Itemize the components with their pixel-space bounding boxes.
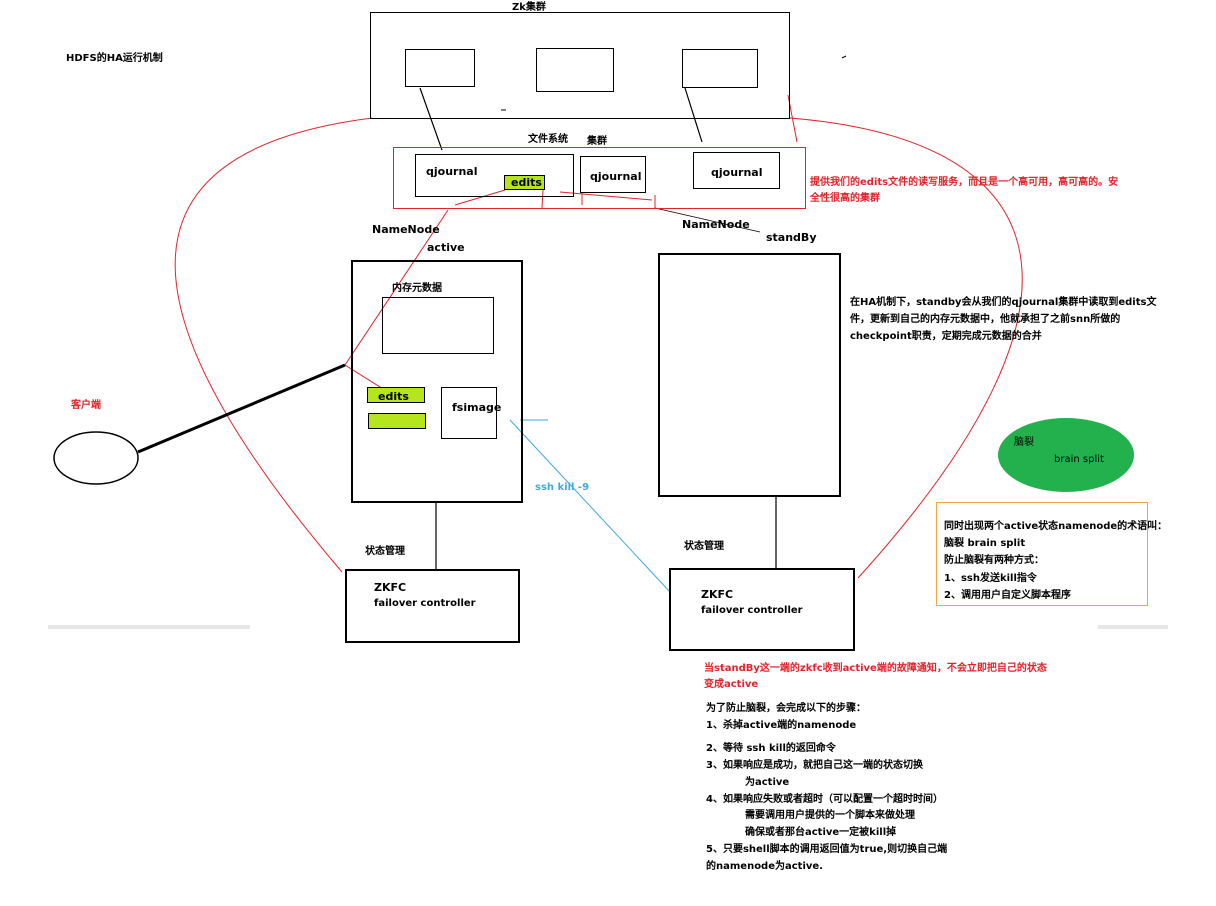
fsimage-label: fsimage [452, 401, 502, 414]
zk-line-right [684, 87, 703, 143]
active-edits-new [368, 413, 426, 429]
active-state-label: active [427, 241, 465, 254]
memory-metadata-box [382, 297, 494, 354]
red-loop-right [789, 117, 1023, 579]
step-5: 5、只要shell脚本的调用返回值为true,则切换自己端 [706, 844, 948, 855]
brain-note-line-1: 同时出现两个active状态namenode的术语叫： [944, 521, 1168, 532]
zk-node-1 [405, 49, 475, 87]
qjournal-node-2 [580, 156, 646, 193]
standby-note-line-3: checkpoint职责，定期完成元数据的合并 [850, 331, 1042, 342]
red-loop-left [174, 117, 373, 573]
qjournal-node-3 [693, 152, 780, 189]
ssh-kill-line [509, 419, 671, 593]
fs-note-line-2: 全性很高的集群 [810, 193, 880, 204]
zkfc-left-box [345, 569, 520, 643]
qjournal-node-1 [415, 154, 574, 197]
fs-cluster-label-1: 文件系统 [528, 134, 568, 145]
step-4-cont-2: 确保或者那台active一定被kill掉 [745, 827, 897, 838]
client-link [137, 363, 346, 454]
step-3-cont: 为active [745, 777, 790, 788]
stray-mark-2 [841, 55, 847, 59]
red-arrow-edits-up [454, 189, 506, 206]
divider-right [1098, 625, 1168, 629]
step-2: 2、等待 ssh kill的返回命令 [706, 743, 836, 754]
zkfc-left-state-label: 状态管理 [365, 546, 405, 557]
red-line-b [559, 191, 653, 201]
brain-note-line-2: 脑裂 brain split [944, 538, 1026, 549]
brain-note-line-4: 1、ssh发送kill指令 [944, 573, 1037, 584]
standby-state-label: standBy [766, 231, 817, 244]
brain-note-box [936, 502, 1148, 606]
client-label: 客户端 [71, 400, 101, 411]
red-line-a [541, 189, 544, 209]
step-1: 1、杀掉active端的namenode [706, 720, 857, 731]
failover-note-line-2: 变成active [704, 679, 759, 690]
standby-note-line-2: 件，更新到自己的内存元数据中，他就承担了之前snn所做的 [850, 314, 1121, 325]
step-4-cont-1: 需要调用用户提供的一个脚本来做处理 [745, 810, 915, 821]
standby-note-line-1: 在HA机制下，standby会从我们的qjournal集群中读取到edits文 [850, 297, 1157, 308]
zk-cluster-box [370, 12, 790, 119]
active-edits [367, 387, 425, 403]
standby-link [654, 207, 761, 233]
active-namenode-label: NameNode [372, 223, 440, 236]
client-circle [53, 431, 139, 485]
fs-cluster-box [393, 147, 806, 209]
step-3: 3、如果响应是成功，就把自己这一端的状态切换 [706, 760, 923, 771]
step-5-cont: 的namenode为active. [706, 861, 823, 872]
brain-note-line-3: 防止脑裂有两种方式： [944, 555, 1044, 566]
active-edits-label: edits [378, 390, 409, 403]
ssh-kill-label: ssh kill -9 [535, 482, 590, 493]
zkfc-right-box [669, 568, 855, 651]
qjournal-label-3: qjournal [711, 166, 763, 179]
fsimage-box [441, 387, 497, 439]
zkfc-left-desc: failover controller [374, 598, 476, 609]
fs-note-line-1: 提供我们的edits文件的读写服务，而且是一个高可用，高可高的。安 [810, 177, 1119, 188]
red-line-edits-down [344, 209, 449, 366]
active-namenode-box [351, 260, 523, 503]
qjournal-label-1: qjournal [426, 165, 478, 178]
zk-cluster-title: Zk集群 [512, 2, 546, 13]
brain-note-line-5: 2、调用用户自定义脚本程序 [944, 590, 1071, 601]
page-title: HDFS的HA运行机制 [66, 53, 163, 64]
failover-note-line-1: 当standBy这一端的zkfc收到active端的故障通知，不会立即把自己的状… [704, 663, 1047, 674]
brain-split-cn: 脑裂 [1014, 437, 1034, 448]
zk-line-left [419, 87, 443, 151]
divider-left [48, 625, 250, 629]
fs-cluster-label-2: 集群 [587, 136, 607, 147]
standby-namenode-label: NameNode [682, 218, 750, 231]
zk-node-3 [682, 49, 758, 88]
standby-namenode-box [658, 253, 841, 497]
qjournal-label-2: qjournal [590, 170, 642, 183]
zkfc-right-desc: failover controller [701, 605, 803, 616]
brain-split-en: brain split [1054, 454, 1104, 465]
zkfc-right-state-label: 状态管理 [684, 541, 724, 552]
zkfc-left-name: ZKFC [374, 581, 407, 594]
qjournal-edits [504, 175, 545, 190]
step-intro: 为了防止脑裂，会完成以下的步骤： [706, 703, 866, 714]
qjournal-edits-label: edits [511, 176, 542, 189]
step-4: 4、如果响应失败或者超时（可以配置一个超时时间） [706, 794, 943, 805]
memory-metadata-label: 内存元数据 [392, 283, 442, 294]
zkfc-right-name: ZKFC [701, 588, 734, 601]
brain-split-ellipse [998, 418, 1134, 492]
zk-node-2 [536, 48, 614, 92]
